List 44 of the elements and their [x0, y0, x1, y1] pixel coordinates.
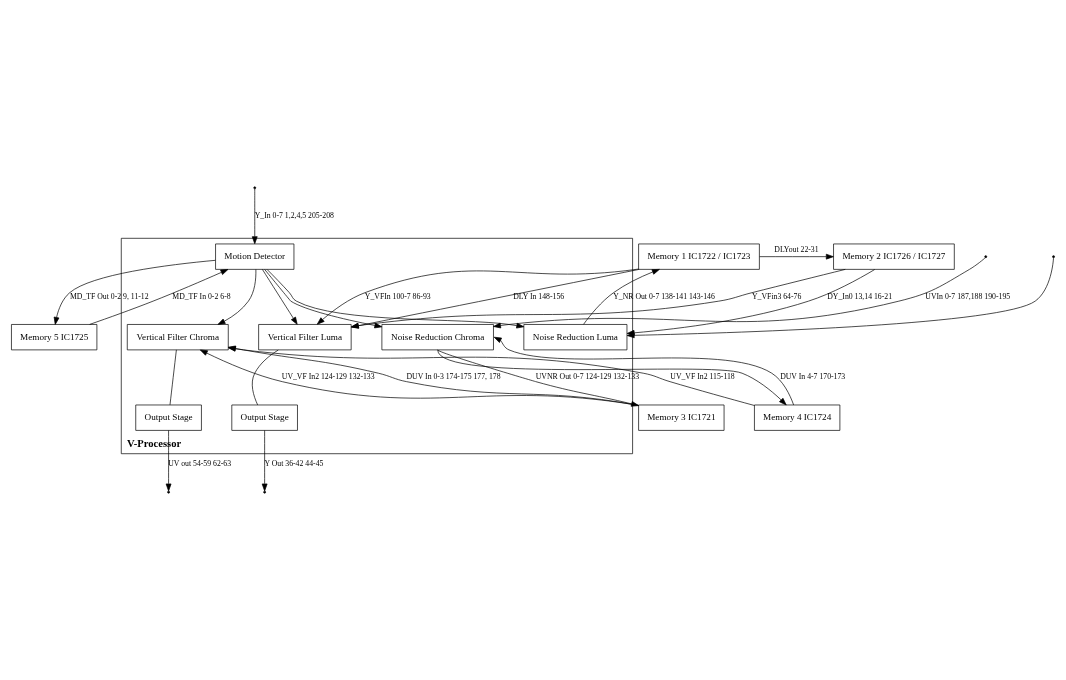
- arrow: [437, 349, 639, 407]
- edge-label: UVIn 0-7 187,188 190-195: [925, 291, 1011, 301]
- edge-label: Y Out 36-42 44-45: [264, 458, 324, 468]
- arrow: [251, 188, 258, 245]
- arrow: [493, 336, 794, 406]
- node-box: Memory 3 IC1721: [638, 404, 725, 431]
- node-box: Vertical Filter Luma: [258, 324, 352, 351]
- edge-label: DUV In 0-3 174-175 177, 178: [406, 372, 501, 382]
- edge-label: Y_VFIn 100-7 86-93: [364, 291, 431, 301]
- node-box: Memory 2 IC1726 / IC1727: [833, 243, 955, 270]
- arrow: [165, 430, 172, 492]
- arrow: [228, 346, 755, 406]
- arrow: [262, 269, 298, 325]
- arrow: [316, 268, 639, 325]
- edge-label: Y_VFin3 64-76: [752, 291, 802, 301]
- node-box: Noise Reduction Luma: [523, 324, 628, 351]
- edge-label: Y_In 0-7 1,2,4,5 205-208: [254, 211, 334, 221]
- arrow: [261, 430, 268, 492]
- arrow: [583, 269, 660, 325]
- arrow: [89, 269, 229, 325]
- arrow: [53, 259, 216, 325]
- node-box: Output Stage: [135, 404, 202, 431]
- edge-label: DLYout 22-31: [774, 245, 819, 255]
- arrow: [217, 269, 257, 325]
- node-box: Memory 4 IC1724: [754, 404, 841, 431]
- edge-label: UV_VF In2 124-129 132-133: [281, 372, 375, 382]
- connector: [251, 349, 279, 406]
- node-box: Memory 1 IC1722 / IC1723: [638, 243, 760, 270]
- node-box: Noise Reduction Chroma: [381, 324, 494, 351]
- edge-label: UV out 54-59 62-63: [168, 458, 232, 468]
- edge-label: UV_VF In2 115-118: [670, 372, 735, 382]
- edge-label: DY_In0 13,14 16-21: [827, 291, 893, 301]
- connector: [169, 349, 177, 406]
- edge-label: DLY In 148-156: [513, 291, 565, 301]
- node-box: Vertical Filter Chroma: [126, 324, 229, 351]
- arrow: [759, 253, 834, 260]
- node-box: Output Stage: [231, 404, 298, 431]
- edge-label: MD_TF Out 0-2 9, 11-12: [69, 291, 149, 301]
- edge-label: MD_TF In 0-2 6-8: [172, 291, 231, 301]
- node-box: Motion Detector: [215, 243, 295, 270]
- arrow: [493, 257, 986, 329]
- edge-label: DUV In 4-7 170-173: [780, 372, 846, 382]
- node-box: Memory 5 IC1725: [11, 324, 98, 351]
- arrow: [437, 349, 787, 406]
